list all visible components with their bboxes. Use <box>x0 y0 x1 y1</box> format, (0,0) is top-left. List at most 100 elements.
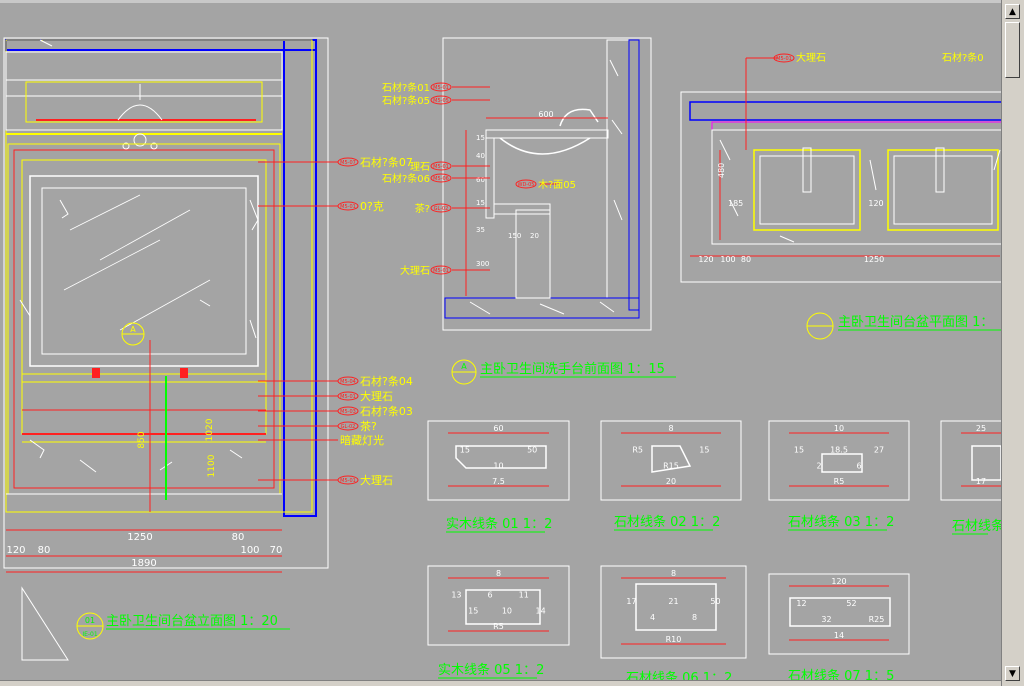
profile-frame <box>427 420 570 501</box>
section-label-code: M5-01 <box>433 85 449 91</box>
callout-code: M5-03 <box>340 409 356 415</box>
elevation-wall-right <box>283 39 317 517</box>
section-label-text: 理石 <box>410 161 430 173</box>
callout-text: 大理石 <box>360 473 393 487</box>
section-label-text: 大理石 <box>400 264 430 277</box>
profile-dim: R25 <box>869 615 885 624</box>
scroll-down-button[interactable]: ▼ <box>1005 666 1020 681</box>
plan-hdim-100: 100 <box>720 255 735 264</box>
profile-frame <box>768 573 910 655</box>
profile-dim: 7.5 <box>492 477 505 486</box>
section-vdim-4: 35 <box>476 226 485 234</box>
plan-vdim-185: 185 <box>728 199 743 208</box>
profile-dim: 27 <box>874 446 884 455</box>
chandelier <box>117 84 163 121</box>
elevation-dim-1250: 1250 <box>127 532 152 543</box>
section-label-bubble <box>430 161 452 171</box>
profile-dim: 6 <box>488 591 493 600</box>
callout-code: M5-01 <box>340 478 356 484</box>
profile-dim: 15 <box>699 446 709 455</box>
section-label-code: M5-05 <box>433 98 449 104</box>
elevation-frame <box>3 37 329 569</box>
elevation-title: 主卧卫生间台盆立面图 1：20 <box>106 614 278 629</box>
callout-text: 大理石 <box>360 389 393 403</box>
profile-shape <box>821 453 863 473</box>
profile-shape <box>651 445 692 473</box>
callout-bubble <box>337 406 359 416</box>
ucs-icon <box>21 586 69 661</box>
profile-dim: 11 <box>519 591 529 600</box>
profile-title: 实木线条 01 1：2 <box>446 516 552 532</box>
profile-dim: 25 <box>976 424 986 433</box>
section-label-text: 石材?条05 <box>382 94 430 107</box>
elevation-dim-80r: 80 <box>232 532 245 543</box>
profile-dim: 6 <box>856 462 861 471</box>
vertical-scrollbar[interactable]: ▲ ▼ <box>1001 0 1024 686</box>
section-dim-600: 600 <box>538 110 553 119</box>
callout-text: 石材?条04 <box>360 374 413 388</box>
plan-basin-1 <box>753 149 861 231</box>
mirror <box>41 187 247 355</box>
profile-dim: 15 <box>468 607 478 616</box>
profile-dim: 120 <box>831 577 846 586</box>
profile-dim: 15 <box>794 446 804 455</box>
profile-dim: 12 <box>796 599 806 608</box>
profile-title: 石材线条 <box>952 518 1001 534</box>
profile-dim: 8 <box>668 424 673 433</box>
profile-dim: 50 <box>710 597 720 606</box>
elevation-badge-bottom: IE-01 <box>82 631 98 638</box>
plan-hdim-120b: 120 <box>868 199 883 208</box>
scroll-up-button[interactable]: ▲ <box>1005 4 1020 19</box>
section-label-bubble <box>430 173 452 183</box>
section-vdim-2: 60 <box>476 176 485 184</box>
profile-dim: 8 <box>671 569 676 578</box>
section-vdim-0: 15 <box>476 134 485 142</box>
plan-basin-2 <box>887 149 999 231</box>
profile-dim: 20 <box>666 477 676 486</box>
profile-dim: 21 <box>668 597 678 606</box>
profile-dim: 10 <box>834 424 844 433</box>
profile-title: 石材线条 02 1：2 <box>614 514 720 530</box>
callout-code: M5-07 <box>340 160 356 166</box>
callout-code: M5-04 <box>340 379 356 385</box>
cad-drawing-canvas[interactable]: A 1250 120 80 80 100 70 1890 850 1020 11… <box>0 0 1001 686</box>
profile-dim: 18.5 <box>830 446 848 455</box>
vanity-cabinet <box>21 381 267 435</box>
section-label-text: 茶? <box>415 202 430 215</box>
callout-text: 石材?条03 <box>360 404 413 418</box>
profile-shape <box>635 583 717 631</box>
elevation-dim-100: 100 <box>240 545 259 556</box>
section-label-code: M5-06 <box>433 176 449 182</box>
plan-stone-text: 石材?条0 <box>942 51 984 64</box>
elevation-outline <box>5 39 313 513</box>
callout-bubble <box>337 421 359 431</box>
callout-text: 0?克 <box>360 200 384 213</box>
profile-dim: 13 <box>451 591 461 600</box>
profile-dim: 17 <box>626 597 636 606</box>
ceiling-zone <box>5 51 283 131</box>
callout-bubble <box>337 157 359 167</box>
scroll-thumb[interactable] <box>1005 22 1020 78</box>
section-label-text: 石材?条01 <box>382 81 430 94</box>
profile-title: 石材线条 03 1：2 <box>788 514 894 530</box>
profile-dim: 10 <box>493 462 503 471</box>
elevation-dim-overall: 1890 <box>131 558 156 569</box>
callout-text: 石材?条07 <box>360 155 413 169</box>
profile-shape <box>455 445 547 469</box>
section-label-code: M5-01 <box>433 268 449 274</box>
plan-hdim-120: 120 <box>698 255 713 264</box>
callout-bubble <box>337 475 359 485</box>
plan-frame <box>680 91 1001 283</box>
profile-dim: R5 <box>632 446 643 455</box>
top-toolbar-strip <box>0 0 1001 3</box>
section-hdim-20: 20 <box>530 232 539 240</box>
section-vdim-3: 15 <box>476 199 485 207</box>
